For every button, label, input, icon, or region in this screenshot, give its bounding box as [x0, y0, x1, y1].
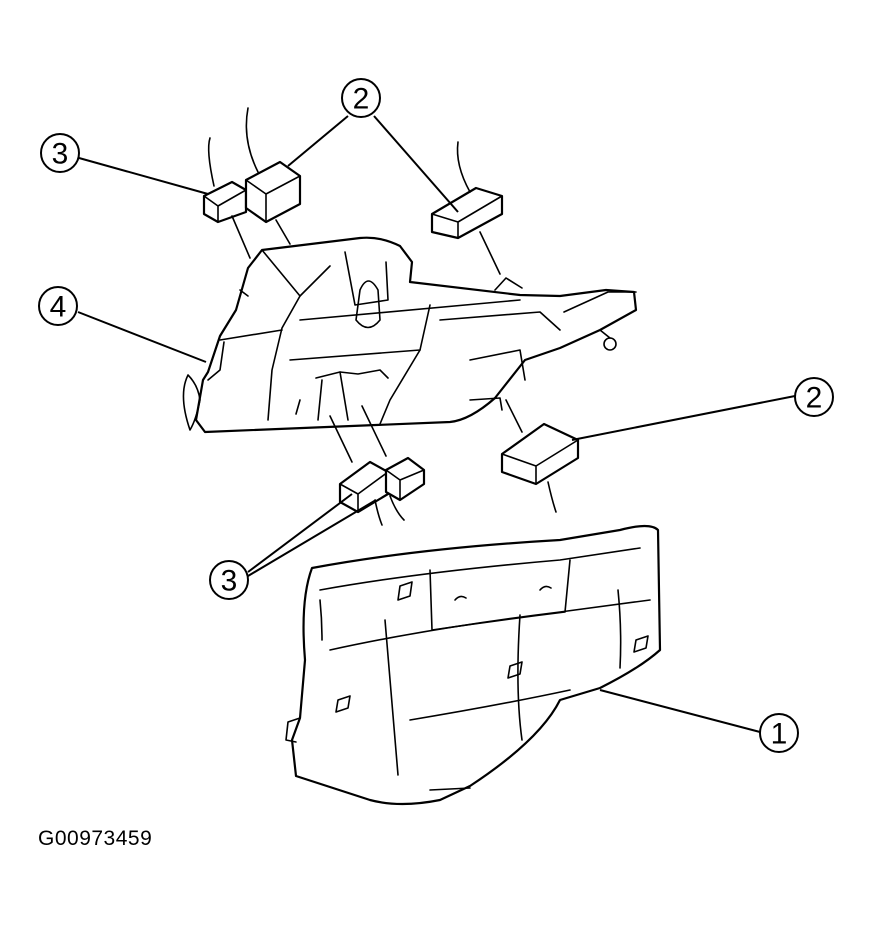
figure-id-label: G00973459 — [38, 827, 153, 850]
leader-lines — [77, 115, 796, 733]
svg-text:2: 2 — [353, 83, 370, 116]
svg-text:3: 3 — [221, 565, 238, 598]
callout-2-top: 2 — [341, 78, 381, 118]
callout-1: 1 — [759, 713, 799, 753]
connectors — [202, 107, 580, 526]
svg-text:3: 3 — [52, 138, 69, 171]
svg-text:2: 2 — [806, 382, 823, 415]
svg-text:1: 1 — [771, 718, 788, 751]
guide-lines — [231, 215, 523, 463]
svg-text:4: 4 — [50, 291, 67, 324]
callout-3-bottom: 3 — [209, 560, 249, 600]
control-head — [182, 236, 638, 434]
callout-2-right: 2 — [794, 377, 834, 417]
callout-4: 4 — [38, 286, 78, 326]
callout-3-top: 3 — [40, 133, 80, 173]
trim-panel — [285, 524, 662, 806]
